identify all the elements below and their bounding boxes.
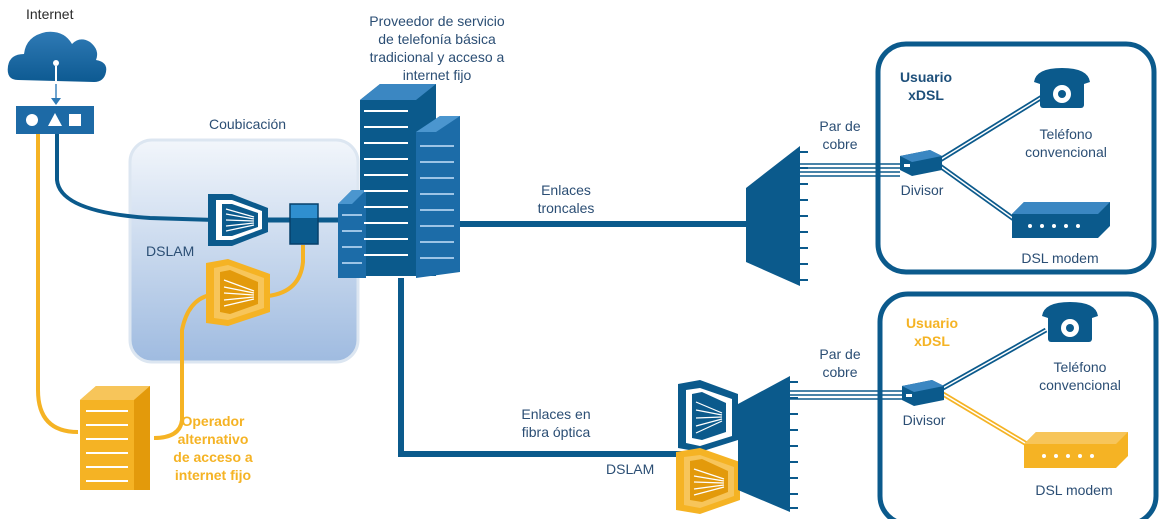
divisor-top-label: Divisor [901, 182, 944, 198]
dslam-top-label: DSLAM [146, 243, 194, 259]
distribution-frame-top-icon [746, 146, 808, 286]
dslam-bottom-blue-icon [678, 380, 738, 452]
operador-label-line1: Operador [181, 413, 245, 429]
operador-label-line3: de acceso a [173, 449, 253, 465]
link-dslam-operador [153, 293, 211, 440]
dsl-modem-bottom-icon [1024, 432, 1128, 468]
divisor-top-icon [900, 150, 942, 176]
usuario-top-line2: xDSL [908, 87, 944, 103]
distribution-frame-bottom-icon [738, 376, 798, 512]
enlaces-fibra-line1: Enlaces en [521, 406, 590, 422]
telefono-top-line1: Teléfono [1040, 126, 1093, 142]
telephone-bottom-icon [1042, 302, 1098, 342]
dsl-modem-top-label: DSL modem [1021, 250, 1098, 266]
link-internet-operador [36, 133, 79, 434]
operador-label-line2: alternativo [178, 431, 249, 447]
copper-pair-top [800, 163, 900, 177]
internet-label: Internet [26, 6, 74, 22]
provider-label-line2: de telefonía básica [378, 31, 496, 47]
operador-building-icon [80, 386, 150, 490]
coubicacion-label: Coubicación [209, 116, 286, 132]
par-cobre-bottom-line2: cobre [822, 364, 857, 380]
link-internet-dslam [55, 133, 216, 222]
telefono-bottom-line2: convencional [1039, 377, 1121, 393]
usuario-top-line1: Usuario [900, 69, 952, 85]
divisor-bottom-icon [902, 380, 944, 406]
dslam-bottom-orange-icon [676, 448, 740, 514]
link-dslam-connector-orange [267, 245, 305, 298]
par-cobre-top-line1: Par de [819, 118, 860, 134]
usuario-bottom-line2: xDSL [914, 333, 950, 349]
provider-label-line4: internet fijo [403, 67, 472, 83]
copper-pair-bottom [790, 390, 905, 400]
par-cobre-top-line2: cobre [822, 136, 857, 152]
enlaces-troncales-line1: Enlaces [541, 182, 591, 198]
usuario-bottom-line1: Usuario [906, 315, 958, 331]
enlaces-troncales-line2: troncales [538, 200, 595, 216]
divisor-links-bottom [941, 327, 1048, 449]
provider-building-icon [338, 84, 460, 278]
operador-label-line4: internet fijo [175, 467, 251, 483]
enlaces-fibra-line2: fibra óptica [522, 424, 591, 440]
link-fiber [398, 278, 686, 457]
internet-cloud-icon [7, 31, 107, 105]
provider-label: Proveedor de servicio de telefonía básic… [369, 13, 505, 83]
dslam-orange-icon [206, 259, 270, 326]
divisor-bottom-label: Divisor [903, 412, 946, 428]
dsl-modem-bottom-label: DSL modem [1035, 482, 1112, 498]
router-icon [16, 106, 94, 134]
provider-label-line1: Proveedor de servicio [369, 13, 505, 29]
telefono-top-line2: convencional [1025, 144, 1107, 160]
connector-box-icon [289, 203, 319, 245]
operador-label: Operador alternativo de acceso a interne… [173, 413, 253, 483]
dslam-blue-icon [208, 194, 268, 246]
dsl-modem-top-icon [1012, 202, 1110, 238]
dslam-bottom-label: DSLAM [606, 461, 654, 477]
telephone-top-icon [1034, 68, 1090, 108]
telefono-bottom-line1: Teléfono [1054, 359, 1107, 375]
divisor-links-top [938, 94, 1044, 225]
provider-label-line3: tradicional y acceso a [370, 49, 505, 65]
par-cobre-bottom-line1: Par de [819, 346, 860, 362]
